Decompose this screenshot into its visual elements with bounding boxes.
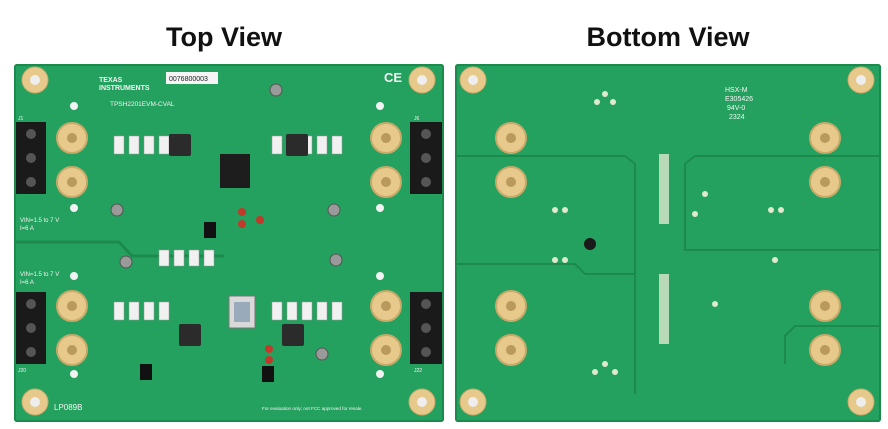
vin-label-2: VIN=1.5 to 7 V (20, 272, 59, 278)
part-number: TPSH2201EVM-CVAL (110, 101, 175, 108)
brand-line-1: TEXAS (99, 77, 123, 84)
conn-j22: J22 (414, 368, 422, 374)
top-view-pcb-photo: TEXAS INSTRUMENTS 0076800003 TPSH2201EVM… (14, 64, 444, 422)
bottom-pcb-drawing: HSX-M E305426 94V-0 2324 (455, 66, 881, 416)
test-hooks (110, 83, 343, 361)
ce-mark: CE (384, 70, 402, 85)
vin-label-1: VIN=1.5 to 7 V (20, 218, 59, 224)
bottom-view-pcb-photo: HSX-M E305426 94V-0 2324 (455, 64, 881, 422)
terminal-blocks (16, 122, 442, 364)
mounting-holes (459, 66, 875, 416)
ic-chips (220, 154, 256, 329)
brand-line-2: INSTRUMENTS (99, 85, 150, 92)
capacitor-rows (113, 135, 343, 321)
fcc-notice: For evaluation only; not FCC approved fo… (262, 406, 363, 411)
conn-j20: J20 (18, 368, 26, 374)
serial-sticker (166, 72, 218, 84)
inductors (169, 134, 308, 346)
bottom-marking-3: 94V-0 (727, 105, 745, 112)
bottom-marking-2: E305426 (725, 96, 753, 103)
vin-label-2b: I=6 A (20, 280, 34, 286)
conn-j6: J6 (414, 116, 420, 122)
board-id: LP089B (54, 403, 82, 412)
serial-number: 0076800003 (169, 76, 208, 83)
bottom-marking-1: HSX-M (725, 87, 748, 94)
conn-j1: J1 (18, 116, 24, 122)
top-pcb-drawing: TEXAS INSTRUMENTS 0076800003 TPSH2201EVM… (14, 66, 442, 416)
vin-label-1b: I=6 A (20, 226, 34, 232)
bottom-marking-4: 2324 (729, 114, 745, 121)
via-fields (552, 91, 784, 375)
bottom-view-title: Bottom View (586, 22, 750, 52)
top-view-title: Top View (165, 22, 282, 52)
